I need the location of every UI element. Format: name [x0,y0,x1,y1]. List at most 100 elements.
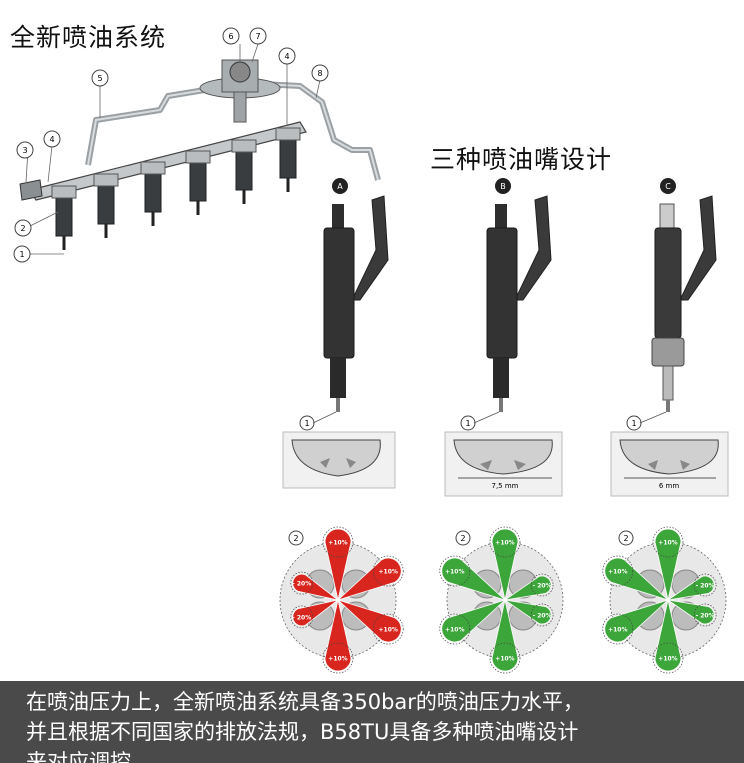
callout-4-right: 4 [278,47,296,65]
main-title: 全新喷油系统 [10,23,167,52]
spray-jet [292,599,339,627]
spray-jet [292,573,339,601]
spray-label: +10% [495,656,514,663]
spray-label: - 20% [292,614,311,621]
spray-jet-outline [652,642,684,674]
callout-4-left: 4 [43,130,61,148]
spray-jet [667,575,715,601]
spray-jet [337,557,402,601]
svg-text:2: 2 [293,534,298,543]
callout-6: 6 [222,27,240,45]
spray-jet [604,557,669,601]
spray-jet-outline [439,555,471,587]
spray-jet [504,599,552,625]
caption-line-1: 在喷油压力上，全新喷油系统具备350bar的喷油压力水平， [26,690,584,714]
spray-label: - 20% [533,583,552,590]
high-pressure-pump [199,59,281,123]
spray-label: +10% [328,540,347,547]
svg-text:8: 8 [317,69,322,78]
spray-jet-outline [372,555,404,587]
spray-jet-outline [602,555,634,587]
svg-text:2: 2 [20,224,25,233]
svg-text:1: 1 [19,250,24,259]
spray-jet [667,599,715,625]
spray-jet [491,599,519,672]
spray-label: +10% [445,569,464,576]
spray-jet-outline [693,573,717,597]
svg-text:1: 1 [304,419,309,428]
spray-label: - 20% [533,612,552,619]
spray-jet-outline [290,571,314,595]
spray-patterns: +10% +10% +10% +10% - 20% - 20% 2 +10% - 20% - 20… [279,526,727,674]
spray-jet-outline [693,603,717,627]
callout-b-1: 1 [460,415,476,431]
caption-line-2: 并且根据不同国家的排放法规，B58TU具备多种喷油嘴设计 [26,720,579,744]
spray-jet [324,528,352,601]
spray-label: - 20% [696,583,715,590]
callout-2-b: 2 [455,530,471,546]
spray-jet-outline [530,603,554,627]
injector-variant-a: A 1 [282,178,396,489]
fuel-rail-assembly [19,43,381,255]
spray-label: +10% [379,569,398,576]
diagram-svg: 6 7 5 4 8 3 4 2 1 A 1 [13,27,729,674]
spray-jet-outline [489,526,521,558]
rail-injectors [51,127,301,250]
callout-7: 7 [249,27,267,45]
svg-text:7: 7 [255,32,260,41]
svg-text:4: 4 [49,135,54,144]
callout-2: 2 [14,219,32,237]
variant-letter-c: C [665,182,671,191]
spray-jet [654,528,682,601]
variant-letter-a: A [337,182,343,191]
spray-label: +10% [328,656,347,663]
spray-jet-outline [322,526,354,558]
spray-pattern-a: +10% +10% +10% +10% - 20% - 20% 2 [279,526,404,674]
spray-jet [654,599,682,672]
variant-letter-b: B [500,182,506,191]
dimension-c: 6 mm [659,482,679,490]
callout-3: 3 [16,141,34,159]
svg-text:1: 1 [631,419,636,428]
spray-jet-outline [372,613,404,645]
subtitle-injector-designs: 三种喷油嘴设计 [430,145,613,174]
svg-text:1: 1 [465,419,470,428]
spray-label: +10% [445,627,464,634]
callout-2-a: 2 [288,530,304,546]
spray-jet [491,528,519,601]
spray-label: +10% [379,627,398,634]
spray-jet-outline [652,526,684,558]
svg-text:5: 5 [97,74,102,83]
callout-c-1: 1 [626,415,642,431]
caption-line-3: 来对应调控。 [26,750,152,763]
spray-jet [337,599,402,643]
svg-text:6: 6 [228,32,233,41]
spray-pattern-c: +10%- 20%- 20%+10%+10%+10%2 [602,526,727,674]
spray-label: +10% [608,627,627,634]
dimension-b: 7,5 mm [492,482,519,490]
svg-text:3: 3 [22,146,27,155]
spray-label: +10% [495,540,514,547]
spray-jet-outline [489,642,521,674]
rail-callouts: 6 7 5 4 8 3 4 2 1 [13,27,329,263]
spray-label: +10% [658,540,677,547]
spray-jet-outline [290,605,314,629]
spray-label: - 20% [292,581,311,588]
injector-variant-b: B 1 7,5 mm [444,178,563,497]
spray-jet-outline [602,613,634,645]
callout-8: 8 [311,64,329,82]
spray-jet-outline [322,642,354,674]
spray-jet-outline [530,573,554,597]
callout-2-c: 2 [618,530,634,546]
spray-jet [441,599,506,643]
spray-jet [441,557,506,601]
spray-jet [324,599,352,672]
svg-text:2: 2 [623,534,628,543]
svg-text:2: 2 [460,534,465,543]
caption-bar: 在喷油压力上，全新喷油系统具备350bar的喷油压力水平， 并且根据不同国家的排… [0,681,744,763]
spray-label: +10% [608,569,627,576]
spray-label: +10% [658,656,677,663]
spray-jet-outline [439,613,471,645]
injector-variant-c: C 1 6 mm [610,178,729,497]
